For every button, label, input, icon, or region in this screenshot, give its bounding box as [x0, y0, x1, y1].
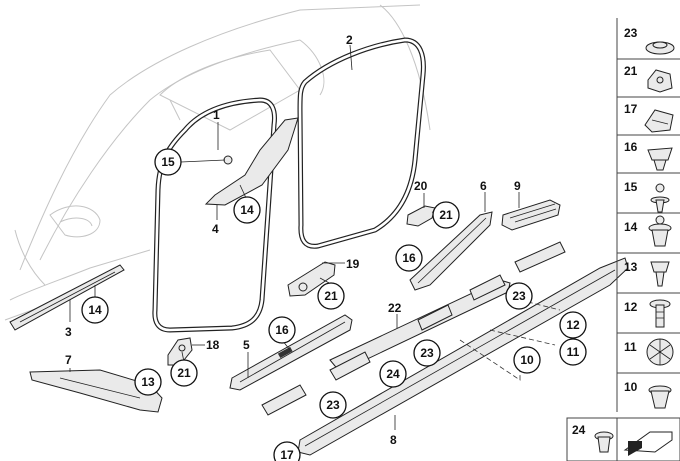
bracket-20-part: [406, 205, 436, 227]
rear-sill-cover-part: [409, 211, 493, 291]
callout-23c: 23: [326, 398, 340, 412]
callout-13: 13: [141, 375, 155, 389]
label-6: 6: [480, 179, 487, 193]
lower-trim-part: [29, 369, 163, 413]
callout-21c: 21: [177, 366, 191, 380]
rivet-icon: [646, 338, 674, 366]
bottom-item-label: 24: [572, 423, 586, 437]
callout-23b: 23: [420, 346, 434, 360]
plug-icon: [648, 385, 672, 409]
callout-24: 24: [386, 367, 400, 381]
callout-16a: 16: [402, 251, 416, 265]
sill-reinforcement-part: [261, 241, 566, 416]
b-pillar-trim-part: [204, 117, 299, 206]
front-door-seal-part: [152, 97, 277, 333]
clip-strip-part: [501, 199, 561, 231]
side-item-21: 21: [624, 64, 638, 78]
label-19: 19: [346, 257, 360, 271]
rear-door-seal-part: [297, 37, 426, 249]
tree-clip-icon: [648, 215, 672, 247]
front-sill-strip-part: [9, 264, 125, 331]
side-item-10: 10: [624, 380, 638, 394]
side-item-14: 14: [624, 220, 638, 234]
callout-23a: 23: [512, 289, 526, 303]
fastener-side-panel: 23 21 17 16 15 14 13 12 11 10: [616, 18, 680, 412]
expanding-clip-icon: [647, 147, 673, 171]
label-7: 7: [65, 353, 72, 367]
side-item-16: 16: [624, 140, 638, 154]
grommet-icon: [645, 41, 675, 55]
label-4: 4: [212, 222, 219, 236]
callout-21a: 21: [439, 208, 453, 222]
callout-12: 12: [566, 318, 580, 332]
callout-11: 11: [567, 345, 580, 359]
label-22: 22: [388, 301, 402, 315]
callout-16b: 16: [275, 323, 289, 337]
side-item-12: 12: [624, 300, 638, 314]
mount-19-part: [287, 261, 336, 297]
side-item-11: 11: [624, 340, 637, 354]
label-2: 2: [346, 33, 353, 47]
label-18: 18: [206, 338, 220, 352]
car-body-outline: [4, 4, 431, 321]
label-9: 9: [514, 179, 521, 193]
bottom-item-box: 24: [566, 417, 680, 461]
push-rivet-icon: [594, 431, 614, 453]
label-20: 20: [414, 179, 428, 193]
side-item-15: 15: [624, 180, 638, 194]
dashed-pointers: [459, 299, 561, 381]
bolt-icon: [649, 299, 671, 328]
arrow-icon: [623, 431, 673, 456]
circled-callouts: 15 14 14 21 21 21 16 16 13 23 23 23 24 1…: [81, 148, 587, 461]
callout-14a: 14: [240, 203, 254, 217]
callout-10: 10: [520, 353, 534, 367]
side-item-13: 13: [624, 260, 638, 274]
front-sill-cover-part: [229, 314, 353, 391]
label-3: 3: [65, 325, 72, 339]
callout-21b: 21: [324, 289, 338, 303]
side-item-17: 17: [624, 102, 638, 116]
callout-15: 15: [161, 155, 175, 169]
part-number-labels: 1 2 3 4 5 6 7 8 9 18 19 20 22: [65, 33, 521, 447]
side-item-23: 23: [624, 26, 638, 40]
spring-clip-icon: [644, 109, 674, 133]
clip-nut-icon: [647, 69, 673, 93]
label-5: 5: [243, 338, 250, 352]
callout-17: 17: [280, 448, 294, 461]
screw-grommet-icon: [650, 261, 670, 287]
bracket-18-part: [167, 337, 193, 366]
push-pin-icon: [650, 183, 670, 213]
label-1: 1: [213, 108, 220, 122]
label-8: 8: [390, 433, 397, 447]
callout-14b: 14: [88, 303, 102, 317]
